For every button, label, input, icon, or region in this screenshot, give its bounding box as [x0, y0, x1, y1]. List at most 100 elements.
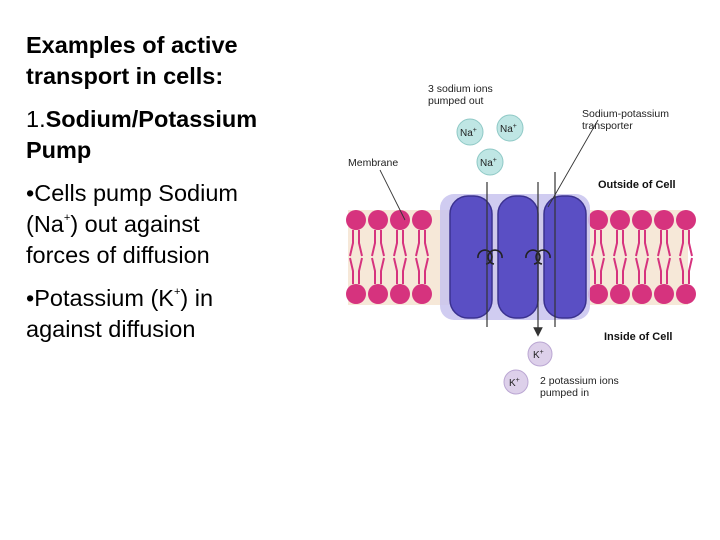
sodium-out-label-line-1: 3 sodium ions [428, 83, 493, 95]
bullet-potassium-charge: + [173, 286, 181, 299]
lipid-head [368, 284, 388, 304]
lipid-head [632, 284, 652, 304]
bullet-sodium-na: (Na [26, 211, 64, 238]
lipid-tail [591, 257, 596, 284]
lipid-tail [600, 230, 605, 257]
potassium-in-label-line-2: pumped in [540, 387, 589, 399]
lipid-tail [644, 230, 649, 257]
membrane-label: Membrane [348, 157, 398, 169]
lipid-tail [402, 230, 407, 257]
lipid-head [588, 284, 608, 304]
lipid-tail [358, 230, 363, 257]
lipid-tail [393, 257, 398, 284]
membrane-callout-line [379, 169, 406, 221]
lipid-tail [424, 257, 429, 284]
lipid-tail [657, 230, 662, 257]
lipid-tail [402, 257, 407, 284]
lipid-head [390, 284, 410, 304]
na-ion-1-label: Na+ [460, 127, 477, 139]
sodium-potassium-pump-diagram: Na+ Na+ Na+ K+ K+ 3 sodium ions pumped o… [330, 62, 700, 412]
lipid-head [412, 210, 432, 230]
lipid-tail [380, 257, 385, 284]
lipid-head [390, 210, 410, 230]
lipid-tail [613, 257, 618, 284]
transporter-protein [440, 194, 590, 320]
numbered-item: 1.Sodium/Potassium Pump [26, 104, 346, 166]
lipid-tail [679, 257, 684, 284]
lipid-head [654, 284, 674, 304]
lipid-tail [358, 257, 363, 284]
lipid-head [610, 284, 630, 304]
inside-cell-label: Inside of Cell [604, 331, 672, 343]
lipid-tail [666, 230, 671, 257]
lipid-tail [657, 257, 662, 284]
heading-line-1: Examples of active [26, 32, 238, 58]
transporter-label-line-2: transporter [582, 120, 633, 132]
k-ion-1 [527, 341, 553, 367]
lipid-tail [644, 257, 649, 284]
bullet-sodium-charge: + [63, 212, 71, 225]
lipid-head [368, 210, 388, 230]
bullet-potassium-line-2: against diffusion [26, 316, 196, 343]
lipid-tail [600, 257, 605, 284]
lipid-tail [415, 230, 420, 257]
lipid-head [346, 210, 366, 230]
lipid-tail [635, 230, 640, 257]
k-ion-2-label: K+ [509, 377, 520, 389]
bullet-potassium-line-1: •Potassium (K [26, 285, 174, 312]
lipid-head [676, 284, 696, 304]
k-ion-1-label: K+ [533, 349, 544, 361]
bullet-sodium: •Cells pump Sodium (Na+) out against for… [26, 178, 346, 271]
item-title-line-2: Pump [26, 137, 92, 164]
lipid-tail [349, 230, 354, 257]
swirl-2 [487, 249, 503, 265]
lipid-tail [415, 257, 420, 284]
na-ion-2-label: Na+ [500, 123, 517, 135]
lipid-tail [380, 230, 385, 257]
item-number: 1. [26, 106, 46, 133]
bullet-sodium-line-1: •Cells pump Sodium [26, 180, 238, 207]
bullet-potassium: •Potassium (K+) in against diffusion [26, 283, 346, 345]
lipid-tail [371, 257, 376, 284]
slide-text: Examples of active transport in cells: 1… [26, 30, 346, 345]
lipid-tail [591, 230, 596, 257]
bullet-potassium-in: ) in [180, 285, 214, 312]
lipid-head [610, 210, 630, 230]
lipid-tail [349, 257, 354, 284]
outside-cell-label: Outside of Cell [598, 179, 676, 191]
lipid-head [346, 284, 366, 304]
lipid-tail [679, 230, 684, 257]
lipid-tail [688, 230, 693, 257]
transporter-subunit-1 [449, 195, 493, 319]
sodium-out-label-line-2: pumped out [428, 95, 484, 107]
lipid-tail [666, 257, 671, 284]
sodium-ions: Na+ Na+ Na+ [456, 114, 524, 176]
bullet-sodium-line-3: forces of diffusion [26, 242, 210, 269]
lipid-tail [622, 230, 627, 257]
heading-line-2: transport in cells: [26, 63, 224, 90]
pump-diagram-svg: Na+ Na+ Na+ K+ K+ 3 sodium ions pumped o… [346, 83, 696, 399]
k-ion-2 [503, 369, 529, 395]
lipid-bilayer [346, 210, 696, 304]
lipid-head [676, 210, 696, 230]
na-ion-2 [496, 114, 524, 142]
transporter-subunit-2 [497, 195, 539, 319]
potassium-ions: K+ K+ [503, 341, 553, 395]
lipid-tail [622, 257, 627, 284]
na-ion-3-label: Na+ [480, 157, 497, 169]
lipid-tail [424, 230, 429, 257]
bullet-sodium-line-2: ) out against [70, 211, 200, 238]
lipid-head [654, 210, 674, 230]
na-ion-3 [476, 148, 504, 176]
lipid-tail [393, 230, 398, 257]
na-ion-1 [456, 118, 484, 146]
potassium-in-label-line-1: 2 potassium ions [540, 375, 619, 387]
slide-heading: Examples of active transport in cells: [26, 30, 346, 92]
lipid-tail [688, 257, 693, 284]
lipid-tail [613, 230, 618, 257]
lipid-head [588, 210, 608, 230]
transporter-callout-line [547, 119, 599, 208]
lipid-head [412, 284, 432, 304]
lipid-tail [635, 257, 640, 284]
item-title-line-1: Sodium/Potassium [45, 106, 258, 133]
